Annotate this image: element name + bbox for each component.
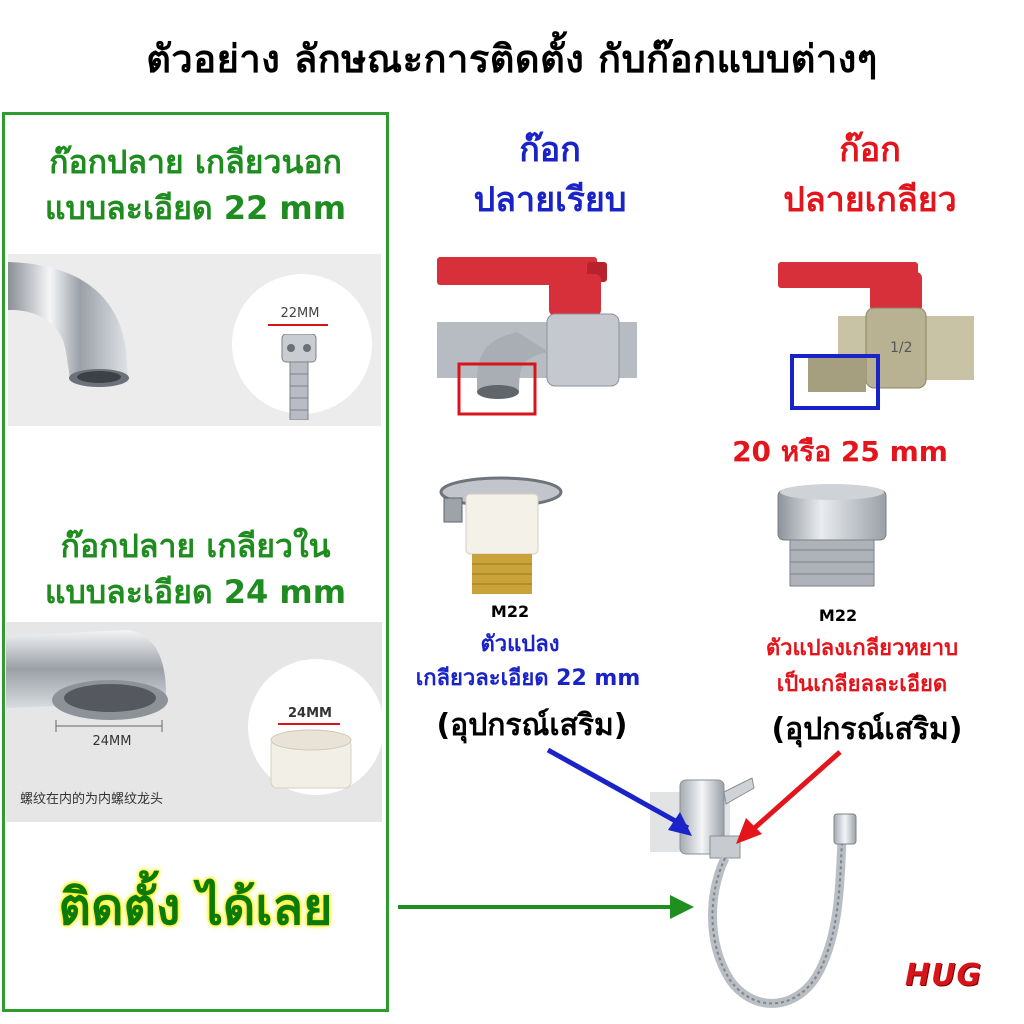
faucet-spout-icon	[6, 630, 382, 795]
section1-subheading: แบบละเอียด 22 mm	[44, 189, 347, 227]
right-adapter-spec: เป็นเกลียลละเอียด	[776, 672, 948, 697]
internal-thread-faucet-photo	[6, 622, 382, 822]
threaded-end-tap-photo: 1/2	[778, 252, 974, 428]
left-panel-frame	[2, 112, 389, 1012]
m22-clamp-adapter-photo	[439, 476, 563, 594]
size-badge-22mm: 22MM	[280, 306, 320, 321]
right-adapter-name: ตัวแปลงเกลียวหยาบ	[765, 636, 959, 661]
green-arrow-icon	[398, 895, 694, 919]
thread-size-label: 20 หรือ 25 mm	[732, 435, 948, 468]
chinese-caption: 螺纹在内的为内螺纹龙头	[20, 792, 164, 807]
smooth-tap-heading: ก๊อก	[519, 130, 581, 170]
smooth-tap-subheading: ปลายเรียบ	[473, 180, 627, 220]
middle-adapter-name: ตัวแปลง	[480, 632, 560, 657]
inner-measure-label: 24MM	[92, 734, 132, 749]
right-accessory-label: (อุปกรณ์เสริม)	[771, 712, 963, 747]
right-model-label: M22	[818, 606, 858, 625]
hug-logo: HUG	[905, 958, 983, 993]
smooth-end-tap-photo	[437, 252, 637, 432]
m22-reducer-adapter-photo	[777, 484, 887, 587]
installed-faucet-illustration	[546, 747, 857, 1008]
section2-subheading: แบบละเอียด 24 mm	[44, 573, 347, 611]
section2-heading: ก๊อกปลาย เกลียวใน	[60, 527, 331, 565]
threaded-tap-heading: ก๊อก	[839, 130, 901, 170]
middle-adapter-spec: เกลียวละเอียด 22 mm	[415, 666, 641, 691]
page-title: ตัวอย่าง ลักษณะการติดตั้ง กับก๊อกแบบต่าง…	[146, 37, 878, 81]
threaded-nipple-icon	[281, 334, 317, 420]
threaded-tap-subheading: ปลายเกลียว	[783, 180, 957, 220]
section1-heading: ก๊อกปลาย เกลียวนอก	[49, 143, 342, 181]
external-thread-faucet-photo	[8, 254, 381, 426]
middle-model-label: M22	[490, 602, 530, 621]
faucet-spout-icon	[8, 262, 372, 414]
install-now-label: ติดตั้ง ได้เลย	[58, 878, 333, 936]
middle-accessory-label: (อุปกรณ์เสริม)	[436, 708, 628, 743]
measure-line	[268, 324, 328, 326]
size-badge-24mm: 24MM	[288, 706, 332, 721]
valve-size-mark: 1/2	[890, 340, 913, 356]
measure-line	[278, 723, 340, 725]
